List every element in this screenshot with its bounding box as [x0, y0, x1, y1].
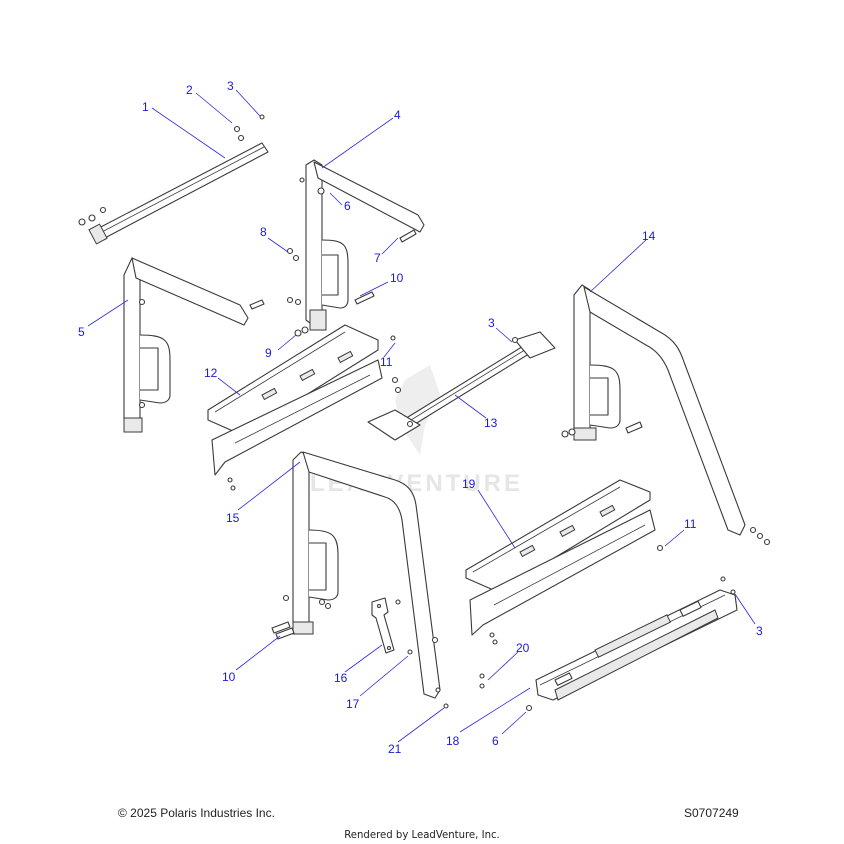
callout-9[interactable]: 9 — [265, 346, 272, 360]
leader-lines — [87, 89, 756, 743]
callout-10[interactable]: 10 — [222, 670, 236, 684]
part-16-bracket[interactable] — [371, 597, 401, 654]
drawing-number: S0707249 — [684, 806, 739, 820]
part-14-side-frame[interactable] — [561, 284, 771, 546]
callout-14[interactable]: 14 — [642, 229, 656, 243]
callout-12[interactable]: 12 — [204, 366, 218, 380]
callout-21[interactable]: 21 — [388, 742, 402, 756]
callout-20[interactable]: 20 — [516, 641, 530, 655]
part-1-upper-bar[interactable] — [78, 114, 269, 245]
callout-7[interactable]: 7 — [374, 251, 381, 265]
part-15-side-frame[interactable] — [282, 451, 441, 699]
callout-6[interactable]: 6 — [492, 734, 499, 748]
part-13-cross-bar[interactable] — [367, 331, 556, 441]
part-19-side-panel[interactable] — [465, 479, 664, 645]
callout-1[interactable]: 1 — [142, 100, 149, 114]
callout-11[interactable]: 11 — [684, 517, 697, 531]
callout-17[interactable]: 17 — [346, 697, 360, 711]
part-12-side-panel[interactable] — [207, 324, 402, 491]
copyright-text: © 2025 Polaris Industries Inc. — [118, 806, 275, 820]
callout-13[interactable]: 13 — [484, 416, 498, 430]
callout-18[interactable]: 18 — [446, 734, 460, 748]
callout-8[interactable]: 8 — [260, 225, 267, 239]
callout-16[interactable]: 16 — [334, 671, 348, 685]
callout-10[interactable]: 10 — [390, 271, 404, 285]
part-18-rear-panel[interactable] — [525, 576, 738, 712]
callout-11[interactable]: 11 — [380, 355, 393, 369]
hardware-lower — [271, 621, 485, 709]
callout-19[interactable]: 19 — [462, 477, 476, 491]
callout-5[interactable]: 5 — [78, 325, 85, 339]
callout-3[interactable]: 3 — [756, 624, 763, 638]
callout-6[interactable]: 6 — [344, 199, 351, 213]
callout-15[interactable]: 15 — [226, 511, 240, 525]
callout-3[interactable]: 3 — [227, 79, 234, 93]
rendered-by-credit: Rendered by LeadVenture, Inc. — [344, 828, 500, 841]
callout-labels: 1 2 3 4 5 6 7 8 9 10 11 12 3 13 14 15 19… — [78, 79, 763, 756]
callout-3[interactable]: 3 — [488, 316, 495, 330]
part-4-side-frame[interactable] — [286, 159, 425, 337]
callout-2[interactable]: 2 — [186, 83, 193, 97]
callout-4[interactable]: 4 — [394, 108, 401, 122]
